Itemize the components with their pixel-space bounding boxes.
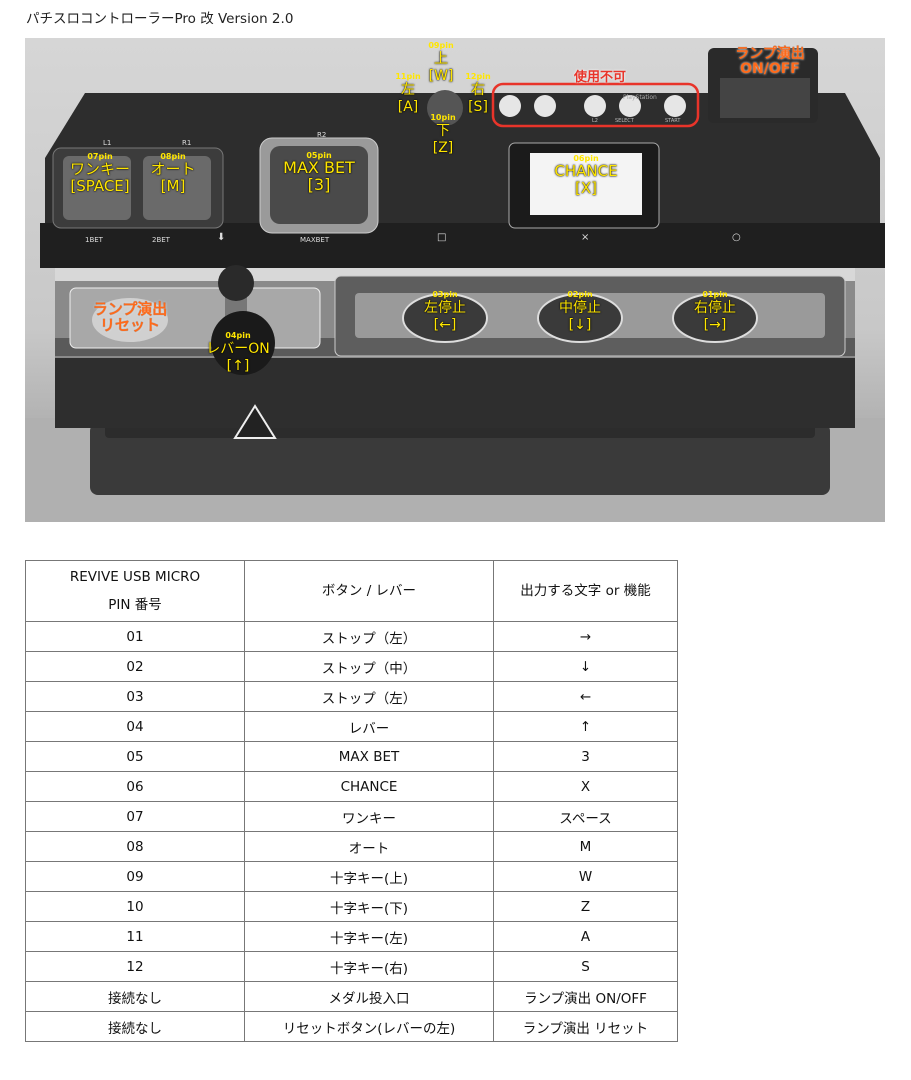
cell-pin: 04 xyxy=(25,711,245,742)
label-stop-right: 01pin 右停止 [→] xyxy=(694,290,736,334)
bet2-print: 2BET xyxy=(152,236,170,244)
cell-pin: 01 xyxy=(25,621,245,652)
label-auto: 08pin オート [M] xyxy=(150,152,196,196)
cell-output: ← xyxy=(493,681,678,712)
label-wankey: 07pin ワンキー [SPACE] xyxy=(69,152,130,196)
cell-output: ランプ演出 ON/OFF xyxy=(493,981,678,1012)
cell-output: A xyxy=(493,921,678,952)
cell-pin: 接続なし xyxy=(25,981,245,1012)
cell-button: ストップ（左） xyxy=(244,681,494,712)
table-header-row: REVIVE USB MICRO PIN 番号 ボタン / レバー 出力する文字… xyxy=(25,560,678,622)
label-lever: 04pin レバーON [↑] xyxy=(206,331,270,375)
header-output: 出力する文字 or 機能 xyxy=(493,560,678,622)
cell-button: ストップ（左） xyxy=(244,621,494,652)
label-dpad-left: 11pin 左 [A] xyxy=(395,72,421,116)
label-dpad-up: 09pin 上 [W] xyxy=(428,41,454,85)
playstation-print: PlayStation xyxy=(623,94,657,101)
r2-print: R2 xyxy=(317,131,327,139)
cell-pin: 08 xyxy=(25,831,245,862)
label-dpad-right: 12pin 右 [S] xyxy=(465,72,491,116)
cell-button: ストップ（中） xyxy=(244,651,494,682)
cell-button: 十字キー(左) xyxy=(244,921,494,952)
header-button: ボタン / レバー xyxy=(244,560,494,622)
cross-print: × xyxy=(581,232,590,243)
cell-button: オート xyxy=(244,831,494,862)
cell-output: ランプ演出 リセット xyxy=(493,1011,678,1042)
cell-pin: 09 xyxy=(25,861,245,892)
label-dpad-down: 10pin 下 [Z] xyxy=(430,113,456,157)
cell-pin: 05 xyxy=(25,741,245,772)
cell-pin: 10 xyxy=(25,891,245,922)
cell-pin: 12 xyxy=(25,951,245,982)
label-stop-left: 03pin 左停止 [←] xyxy=(424,290,466,334)
cell-pin: 06 xyxy=(25,771,245,802)
header-pin: REVIVE USB MICRO PIN 番号 xyxy=(25,560,245,622)
cell-button: 十字キー(上) xyxy=(244,861,494,892)
cell-output: X xyxy=(493,771,678,802)
cell-button: 十字キー(右) xyxy=(244,951,494,982)
cell-pin: 03 xyxy=(25,681,245,712)
r1-print: R1 xyxy=(182,139,192,147)
cell-button: 十字キー(下) xyxy=(244,891,494,922)
circle-print: ○ xyxy=(732,232,741,243)
maxbet-print: MAXBET xyxy=(300,236,330,244)
cell-pin: 07 xyxy=(25,801,245,832)
label-lamp-reset: ランプ演出 リセット xyxy=(92,300,168,334)
table-row: 接続なしリセットボタン(レバーの左)ランプ演出 リセット xyxy=(25,1011,678,1042)
table-row: 接続なしメダル投入口ランプ演出 ON/OFF xyxy=(25,981,678,1012)
controller-illustration xyxy=(25,48,885,522)
cell-output: → xyxy=(493,621,678,652)
l1-print: L1 xyxy=(103,139,112,147)
label-lamp-onoff: ランプ演出 ON/OFF xyxy=(735,46,805,77)
cell-output: S xyxy=(493,951,678,982)
select-print: SELECT xyxy=(615,118,634,124)
label-stop-mid: 02pin 中停止 [↓] xyxy=(559,290,601,334)
arrow-print: ⬇ xyxy=(217,232,226,243)
cell-output: スペース xyxy=(493,801,678,832)
cell-pin: 11 xyxy=(25,921,245,952)
cell-output: ↓ xyxy=(493,651,678,682)
cell-button: CHANCE xyxy=(244,771,494,802)
bet1-print: 1BET xyxy=(85,236,103,244)
l2-print: L2 xyxy=(592,118,598,124)
pin-mapping-table: REVIVE USB MICRO PIN 番号 ボタン / レバー 出力する文字… xyxy=(25,560,678,1042)
label-unusable: 使用不可 xyxy=(573,70,626,85)
cell-button: メダル投入口 xyxy=(244,981,494,1012)
cell-button: レバー xyxy=(244,711,494,742)
cell-output: 3 xyxy=(493,741,678,772)
square-print: □ xyxy=(437,232,447,243)
label-chance: 06pin CHANCE [X] xyxy=(554,154,618,198)
start-print: START xyxy=(665,118,681,124)
cell-output: M xyxy=(493,831,678,862)
cell-button: リセットボタン(レバーの左) xyxy=(244,1011,494,1042)
label-maxbet: 05pin MAX BET [3] xyxy=(283,151,355,195)
cell-output: Z xyxy=(493,891,678,922)
cell-output: W xyxy=(493,861,678,892)
cell-pin: 接続なし xyxy=(25,1011,245,1042)
cell-button: ワンキー xyxy=(244,801,494,832)
document-title: パチスロコントローラーPro 改 Version 2.0 xyxy=(26,11,294,27)
cell-button: MAX BET xyxy=(244,741,494,772)
controller-photo: L1 R1 R2 1BET 2BET MAXBET ⬇ □ × ○ L2 SEL… xyxy=(25,38,885,522)
cell-output: ↑ xyxy=(493,711,678,742)
cell-pin: 02 xyxy=(25,651,245,682)
